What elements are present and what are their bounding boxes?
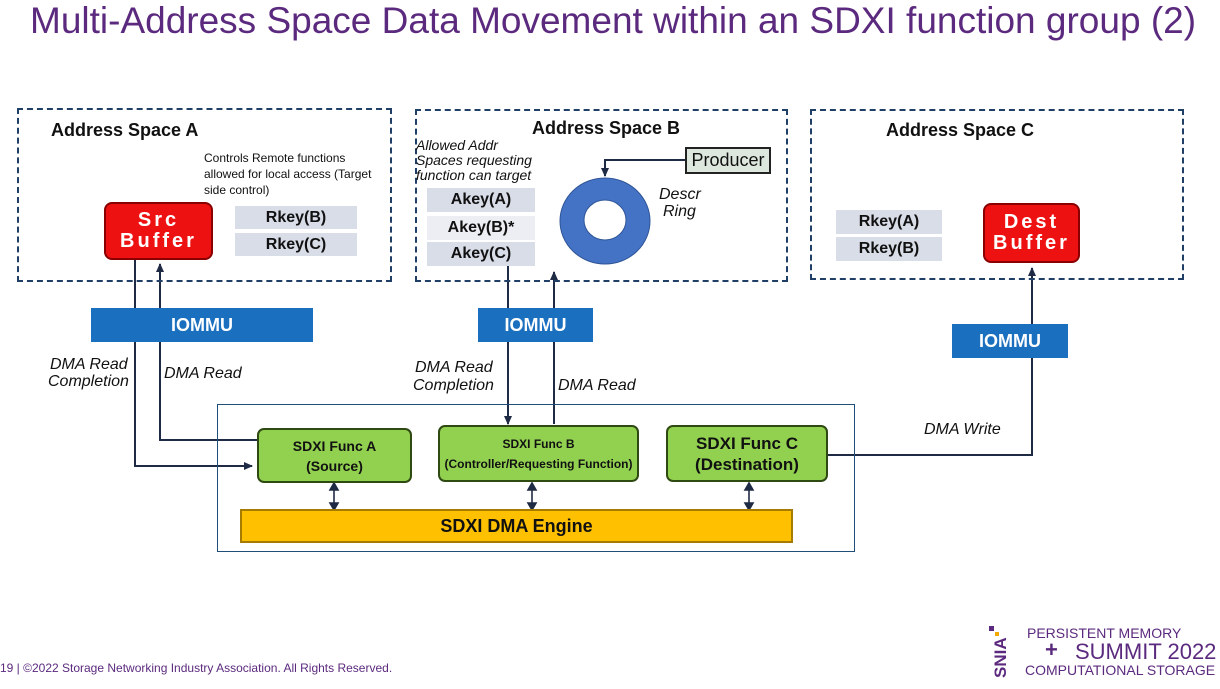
producer-box: Producer xyxy=(685,147,771,174)
descr-ring-label-2: Ring xyxy=(663,203,696,220)
address-space-a-label: Address Space A xyxy=(51,120,199,140)
dest-buffer-line1: Dest xyxy=(1003,211,1060,233)
dest-buffer-line2: Buffer xyxy=(993,232,1070,254)
akey-a: Akey(A) xyxy=(427,188,535,212)
address-space-a xyxy=(17,108,392,282)
snia-logo-icon: SNIA xyxy=(989,626,1010,678)
akey-c: Akey(C) xyxy=(427,242,535,266)
rkey-b-c: Rkey(B) xyxy=(836,237,942,261)
akey-b: Akey(B)* xyxy=(427,216,535,240)
dma-read-completion-a-line2: Completion xyxy=(48,373,129,390)
dma-read-completion-a-line1: DMA Read xyxy=(50,356,128,373)
remote-functions-note: Controls Remote functions allowed for lo… xyxy=(204,151,372,197)
src-buffer-line1: Src xyxy=(137,209,180,231)
src-buffer-line2: Buffer xyxy=(120,230,197,252)
page-title: Multi-Address Space Data Movement within… xyxy=(30,0,1197,41)
allowed-addr-note: Allowed Addr Spaces requesting function … xyxy=(416,137,532,183)
sdxi-func-b: SDXI Func B (Controller/Requesting Funct… xyxy=(438,425,639,482)
sdxi-dma-engine: SDXI DMA Engine xyxy=(240,509,793,543)
func-b-line1: SDXI Func B xyxy=(502,436,575,451)
address-space-c-label: Address Space C xyxy=(886,120,1035,140)
src-buffer: Src Buffer xyxy=(104,202,213,260)
address-space-c xyxy=(810,109,1184,280)
logo-plus: + xyxy=(1045,637,1058,662)
snia-logo-text: SNIA xyxy=(991,637,1010,678)
copyright-footer: 19 | ©2022 Storage Networking Industry A… xyxy=(0,661,393,675)
dest-buffer: Dest Buffer xyxy=(983,203,1080,263)
sdxi-func-a: SDXI Func A (Source) xyxy=(257,428,412,483)
iommu-b: IOMMU xyxy=(478,308,593,342)
iommu-c: IOMMU xyxy=(952,324,1068,358)
func-c-line1: SDXI Func C xyxy=(695,433,798,453)
dma-write-label: DMA Write xyxy=(924,421,1001,438)
producer-arrow xyxy=(601,159,686,177)
func-b-line2: (Controller/Requesting Function) xyxy=(444,456,633,471)
rkey-a-c: Rkey(A) xyxy=(836,210,942,234)
iommu-a: IOMMU xyxy=(91,308,313,342)
address-space-b-label: Address Space B xyxy=(532,118,681,138)
logo-line3: COMPUTATIONAL STORAGE xyxy=(1025,662,1216,678)
func-a-line1: SDXI Func A xyxy=(292,437,377,454)
function-group xyxy=(217,404,855,552)
dma-read-completion-b-line2: Completion xyxy=(413,377,494,394)
func-a-line2: (Source) xyxy=(306,457,363,474)
func-c-line2: (Destination) xyxy=(695,454,799,474)
address-space-b xyxy=(415,109,788,282)
dma-read-a: DMA Read xyxy=(164,365,242,382)
sdxi-func-c: SDXI Func C (Destination) xyxy=(666,425,828,482)
rkey-b-a: Rkey(B) xyxy=(235,206,357,229)
descr-ring-icon xyxy=(559,177,651,265)
dma-read-b: DMA Read xyxy=(558,377,636,394)
logo-line1: PERSISTENT MEMORY xyxy=(1027,625,1182,641)
dma-read-completion-b-line1: DMA Read xyxy=(415,359,493,376)
descr-ring-label-1: Descr xyxy=(659,186,701,203)
logo-line2: SUMMIT 2022 xyxy=(1075,639,1217,664)
rkey-c-a: Rkey(C) xyxy=(235,233,357,256)
